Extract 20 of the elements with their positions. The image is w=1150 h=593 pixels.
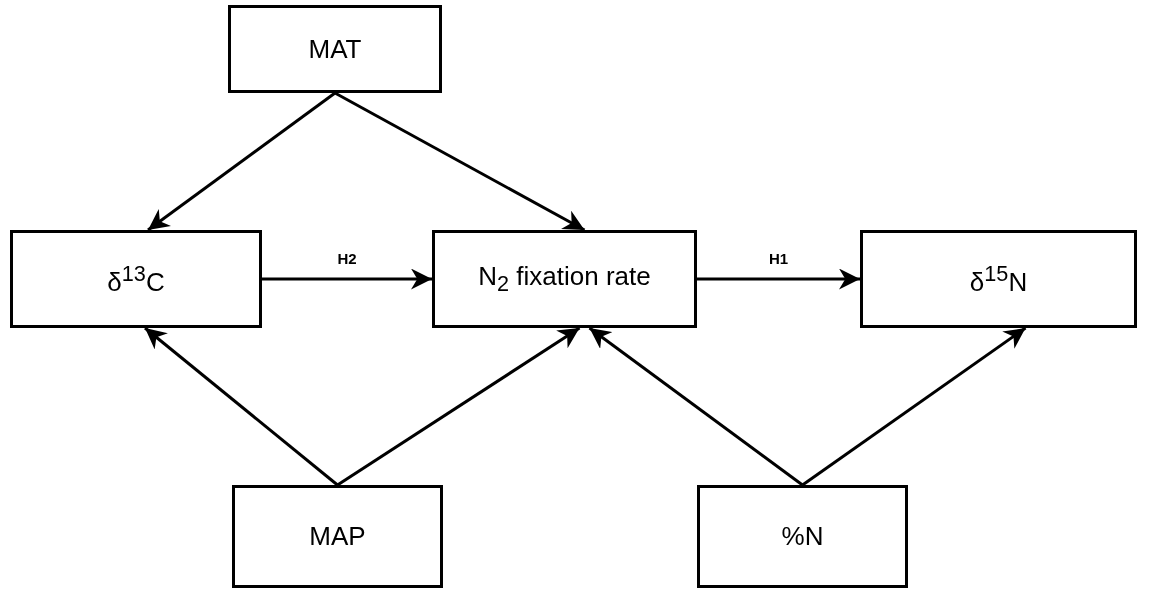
node-box xyxy=(860,230,1137,328)
arrow xyxy=(262,268,432,290)
node-label: MAP xyxy=(309,521,366,552)
node-label: δ$^{13}$C xyxy=(107,260,165,298)
arrow xyxy=(697,268,860,290)
node-box xyxy=(697,485,908,588)
node-label: δ$^{15}$N xyxy=(969,260,1028,298)
node-box xyxy=(232,485,443,588)
arrow xyxy=(147,91,336,232)
node-box xyxy=(432,230,697,328)
arrow xyxy=(801,326,1027,487)
node-box xyxy=(10,230,262,328)
arrow xyxy=(588,326,804,487)
node-label: %N xyxy=(781,521,824,552)
node-label: MAT xyxy=(308,33,362,65)
node-box xyxy=(228,5,442,93)
arrow xyxy=(336,326,581,487)
node-label: N$_{2}$ fixation rate xyxy=(478,260,651,298)
arrow xyxy=(334,91,586,232)
arrow xyxy=(144,326,339,487)
